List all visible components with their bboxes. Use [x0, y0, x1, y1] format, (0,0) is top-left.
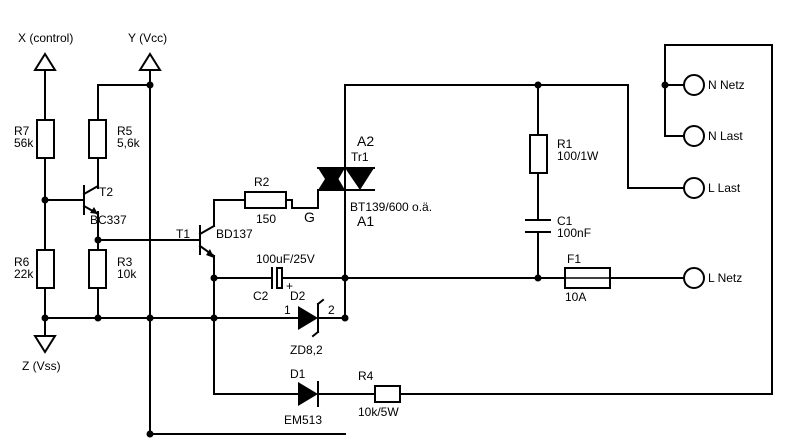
r1-value: 100/1W: [557, 149, 599, 163]
d2-part: ZD8,2: [290, 343, 323, 357]
r7-name: R7: [14, 124, 30, 138]
junction-dots: [41, 81, 669, 438]
r3-resistor: [88, 249, 107, 289]
r6-name: R6: [14, 255, 30, 269]
t1-part: BD137: [216, 227, 253, 241]
c1-name: C1: [557, 214, 573, 228]
d2-pin2: 2: [328, 303, 335, 317]
triac-a1: A1: [357, 213, 374, 229]
y-vcc-label: Y (Vcc): [128, 31, 167, 45]
c1-capacitor: [525, 219, 551, 233]
r7-resistor: [36, 119, 55, 159]
x-control-label: X (control): [18, 31, 73, 45]
d2-name: D2: [290, 289, 306, 303]
l-netz-terminal: [683, 267, 705, 289]
c2-value: 100uF/25V: [256, 252, 315, 266]
t2-transistor: [82, 184, 100, 216]
c1-value: 100nF: [557, 226, 591, 240]
r3-name: R3: [117, 255, 133, 269]
triac-name: Tr1: [351, 150, 369, 164]
c2-polarity: +: [286, 279, 293, 293]
r6-resistor: [36, 249, 55, 289]
triac-symbol: [317, 167, 375, 209]
n-netz-label: N Netz: [708, 78, 745, 92]
t2-part: BC337: [90, 213, 127, 227]
r7-value: 56k: [14, 136, 34, 150]
r4-name: R4: [358, 369, 374, 383]
l-last-terminal: [683, 177, 705, 199]
t2-name: T2: [99, 185, 113, 199]
n-last-terminal: [683, 125, 705, 147]
d2-zener-diode: [298, 298, 325, 338]
r2-name: R2: [254, 175, 270, 189]
y-vcc-arrow: [138, 52, 162, 71]
t1-name: T1: [176, 227, 190, 241]
triac-a2: A2: [357, 133, 374, 149]
d1-name: D1: [290, 367, 306, 381]
wires: [44, 44, 773, 435]
r5-name: R5: [117, 124, 133, 138]
r1-resistor: [529, 134, 548, 174]
f1-name: F1: [567, 252, 581, 266]
z-vss-label: Z (Vss): [22, 359, 61, 373]
r6-value: 22k: [14, 267, 34, 281]
c2-name: C2: [253, 289, 269, 303]
r4-resistor: [374, 385, 401, 403]
d1-part: EM513: [284, 413, 322, 427]
x-control-arrow: [33, 52, 57, 71]
r4-value: 10k/5W: [358, 405, 399, 419]
triac-gate: G: [304, 209, 315, 225]
r2-value: 150: [256, 212, 276, 226]
d2-pin1: 1: [284, 303, 291, 317]
r2-resistor: [244, 191, 287, 209]
z-vss-arrow: [33, 335, 57, 354]
t1-transistor: [198, 199, 216, 263]
d1-diode: [298, 381, 319, 407]
r5-value: 5,6k: [117, 136, 141, 150]
r5-resistor: [88, 119, 107, 159]
l-last-label: L Last: [708, 181, 741, 195]
r3-value: 10k: [117, 267, 137, 281]
triac-part: BT139/600 o.ä.: [350, 200, 432, 214]
c2-capacitor: [271, 267, 283, 289]
r1-name: R1: [557, 137, 573, 151]
n-netz-terminal: [683, 74, 705, 96]
n-last-label: N Last: [708, 129, 743, 143]
l-netz-label: L Netz: [708, 271, 742, 285]
f1-value: 10A: [565, 290, 586, 304]
